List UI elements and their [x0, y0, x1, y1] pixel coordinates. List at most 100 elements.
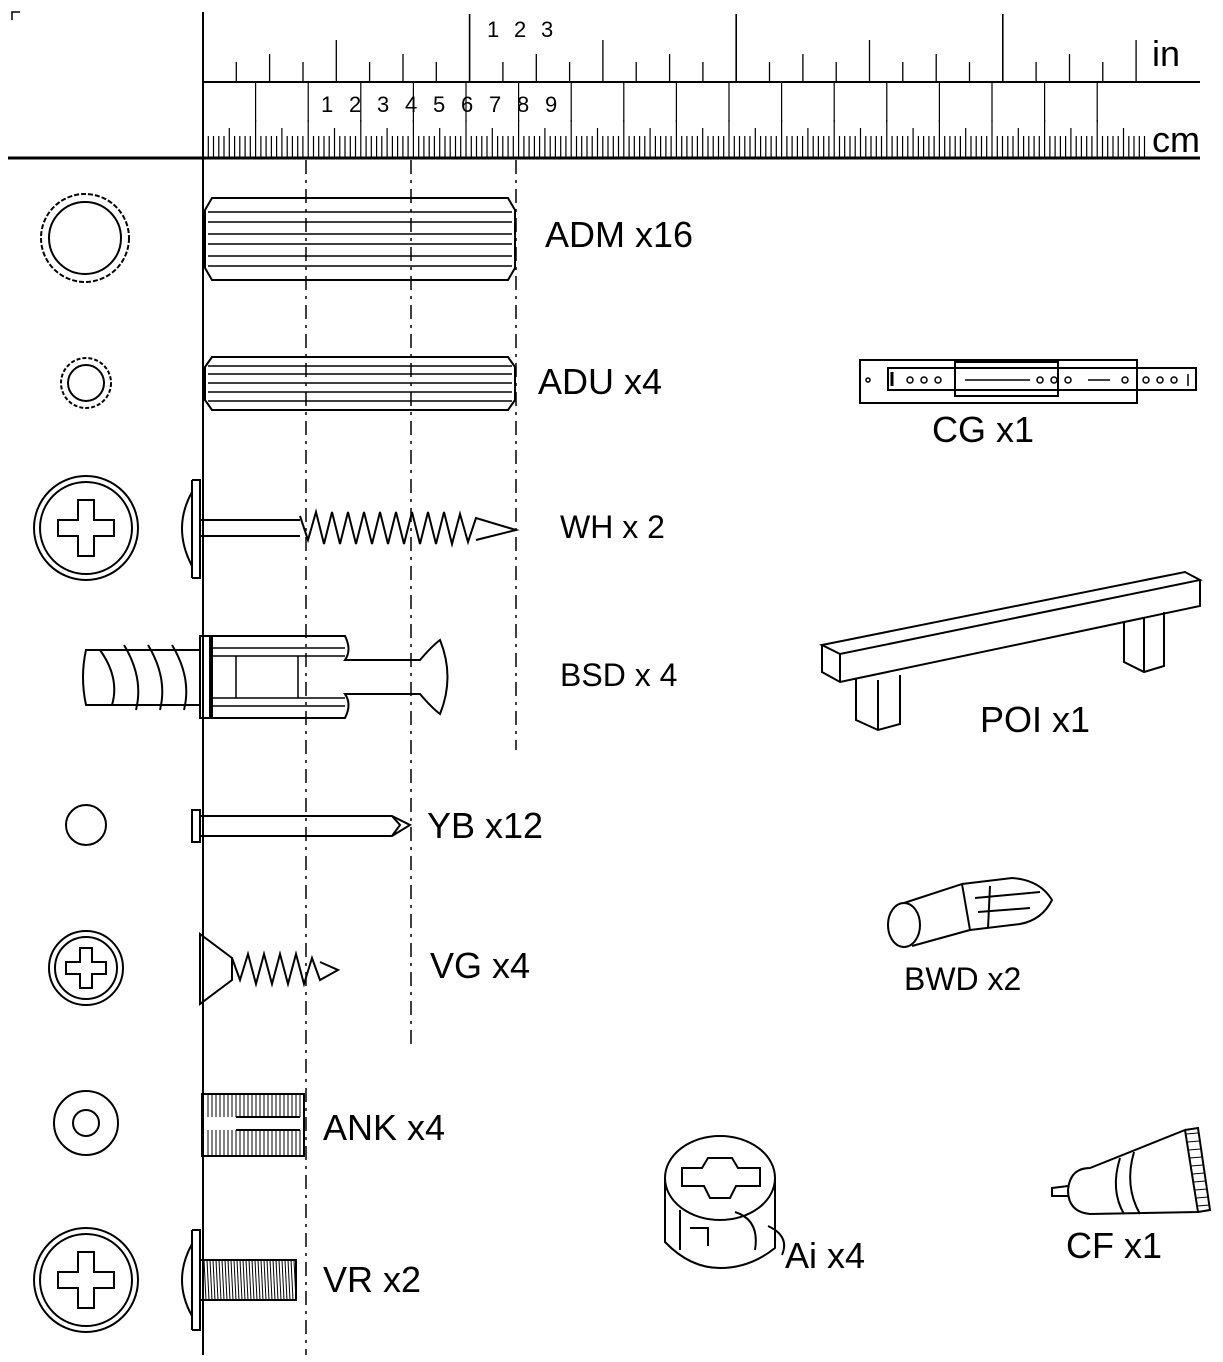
vr-thread-line [254, 1259, 258, 1301]
vr-thread-line [245, 1259, 249, 1301]
cf-crimp-line [1195, 1188, 1208, 1191]
vr-thread-line [209, 1259, 213, 1301]
vr-thread-line [251, 1259, 255, 1301]
adu-end-view-inner [67, 364, 105, 402]
wh-screw-shank [200, 519, 300, 537]
inch-unit-label: in [1152, 33, 1180, 74]
cm-number: 7 [489, 92, 501, 117]
vr-thread-line [287, 1259, 291, 1301]
cm-ticks [202, 120, 1146, 158]
part-label: POI x1 [980, 699, 1090, 740]
part-label: BWD x2 [904, 961, 1021, 997]
ank-end-view-inner [72, 1109, 100, 1137]
vr-thread-line [239, 1259, 243, 1301]
cf-tube-body [1066, 1128, 1200, 1216]
poi-handle-leg-left [855, 675, 901, 732]
cf-crimp-line [1189, 1156, 1202, 1159]
vr-thread-line [203, 1259, 207, 1301]
vr-thread-line [227, 1259, 231, 1301]
cf-crimp-line [1187, 1140, 1200, 1143]
phillips-head-icon [33, 1227, 139, 1333]
part-label: VG x4 [430, 945, 530, 986]
vr-thread-line [269, 1259, 273, 1301]
inch-number: 1 [487, 17, 499, 42]
cf-crimp-line [1193, 1180, 1206, 1183]
vr-thread-line [212, 1259, 216, 1301]
vg-screw-thread [231, 950, 341, 988]
inch-ticks [202, 14, 1137, 82]
vr-thread-line [236, 1259, 240, 1301]
ruler-mid-verticals [255, 82, 1098, 122]
phillips-head-icon [48, 930, 124, 1006]
part-yb: YB x12 [65, 804, 543, 846]
vr-thread-line [224, 1259, 228, 1301]
bsd-insert-thread [99, 644, 188, 711]
poi-handle-front [821, 580, 1201, 684]
cm-number: 8 [517, 92, 529, 117]
corner-mark [11, 11, 20, 20]
cf-crimp-line [1191, 1164, 1204, 1167]
part-ank: ANK x4 [53, 1090, 445, 1157]
vr-thread-line [272, 1259, 276, 1301]
part-poi: POI x1 [818, 570, 1203, 740]
cm-number: 2 [349, 92, 361, 117]
adu-dowel [204, 356, 516, 411]
ank-anchor-body [201, 1093, 305, 1157]
vr-thread-line [284, 1259, 288, 1301]
part-wh: WH x 2 [33, 475, 665, 581]
cm-number: 6 [461, 92, 473, 117]
wh-screw-thread [299, 508, 520, 548]
vr-thread-line [215, 1259, 219, 1301]
vr-thread-line [230, 1259, 234, 1301]
vr-thread-line [233, 1259, 237, 1301]
cm-number: 4 [405, 92, 417, 117]
part-cg: CG x1 [859, 359, 1197, 450]
poi-handle-leg-right [1123, 612, 1165, 674]
ai-cam-slot [679, 1210, 786, 1256]
part-bsd: BSD x 4 [82, 635, 677, 719]
bsd-threaded-insert [82, 649, 201, 706]
cf-tube-band [1114, 1151, 1141, 1215]
cf-crimp-line [1197, 1204, 1210, 1207]
adm-flutes [208, 211, 512, 267]
vr-screw-thread [203, 1259, 297, 1301]
part-label: ADM x16 [545, 214, 693, 255]
cm-number: 1 [321, 92, 333, 117]
cf-crimp-line [1185, 1132, 1199, 1135]
bsd-collar [199, 635, 211, 719]
yb-pin [200, 815, 413, 837]
vr-thread-line [275, 1259, 279, 1301]
cf-tube-crimp [1184, 1126, 1212, 1213]
measuring-ruler: 1 2 3 1 2 3 4 5 6 7 8 9 in cm [8, 12, 1200, 160]
phillips-head-icon [33, 475, 139, 581]
adm-end-view [40, 193, 130, 283]
bwd-bit-tip [961, 876, 1054, 931]
part-label: WH x 2 [560, 509, 665, 545]
cf-crimp-line [1188, 1148, 1201, 1151]
part-adu: ADU x4 [60, 356, 662, 411]
vr-thread-line [260, 1259, 264, 1301]
cm-number: 3 [377, 92, 389, 117]
bwd-bit-body [903, 882, 972, 947]
cf-crimp-line [1192, 1172, 1205, 1175]
vr-thread-line [221, 1259, 225, 1301]
wh-screw-head [181, 479, 201, 579]
part-vg: VG x4 [48, 930, 530, 1006]
cm-number: 9 [545, 92, 557, 117]
vr-thread-line [290, 1259, 294, 1301]
part-label: Ai x4 [785, 1235, 865, 1276]
yb-pin-head [191, 809, 201, 843]
part-adm: ADM x16 [40, 193, 693, 283]
vr-thread-line [293, 1259, 297, 1301]
vr-thread-line [278, 1259, 282, 1301]
part-vr: VR x2 [33, 1227, 421, 1333]
inch-number: 2 [514, 17, 526, 42]
cg-holes [906, 374, 1189, 386]
inch-number: 3 [541, 17, 553, 42]
adm-end-view-inner [48, 201, 122, 275]
cf-crimp-line [1196, 1196, 1209, 1199]
cf-crimp-lines [1185, 1132, 1210, 1207]
cf-tube-nozzle [1051, 1185, 1069, 1197]
cm-unit-label: cm [1152, 119, 1200, 160]
vr-thread-line [206, 1259, 210, 1301]
